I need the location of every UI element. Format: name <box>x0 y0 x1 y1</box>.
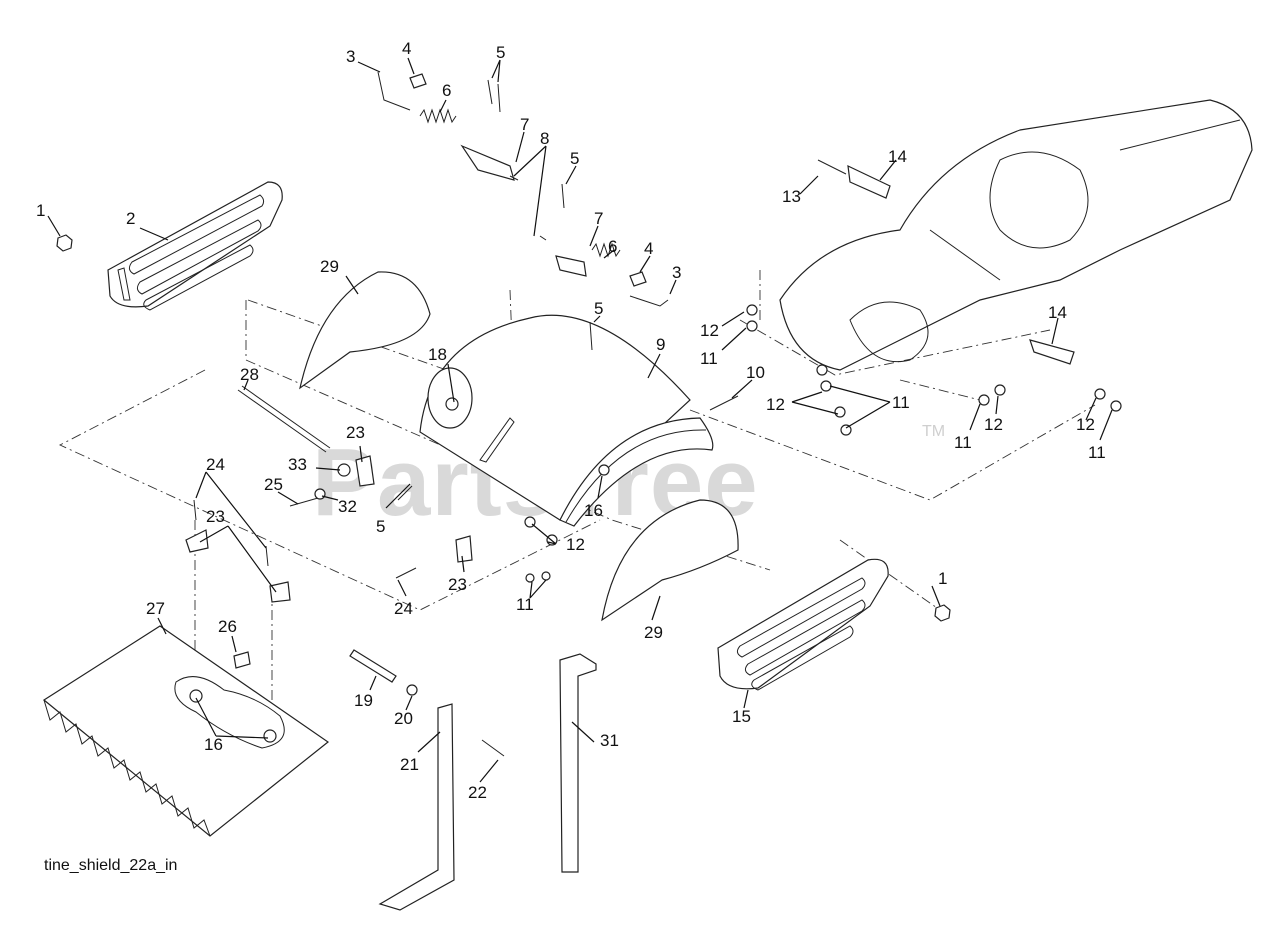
callout-12: 12 <box>566 535 585 554</box>
callout-11: 11 <box>1088 443 1106 462</box>
callout-25: 25 <box>264 475 283 494</box>
callout-7: 7 <box>520 115 529 134</box>
deflector-flap-left <box>299 271 431 390</box>
callout-5: 5 <box>376 517 385 536</box>
callout-29: 29 <box>320 257 339 276</box>
callout-4: 4 <box>402 39 411 58</box>
callout-23: 23 <box>346 423 365 442</box>
tine-guard-bottom <box>42 625 330 837</box>
right-side-shield-plate <box>717 558 889 691</box>
callout-29: 29 <box>644 623 663 642</box>
callout-14: 14 <box>888 147 907 166</box>
callout-5: 5 <box>594 299 603 318</box>
callout-2: 2 <box>126 209 135 228</box>
callout-leaders <box>47 57 1113 783</box>
callout-4: 4 <box>644 239 653 258</box>
callout-1: 1 <box>938 569 947 588</box>
callout-20: 20 <box>394 709 413 728</box>
callout-23: 23 <box>448 575 467 594</box>
callout-7: 7 <box>594 209 603 228</box>
callout-23: 23 <box>206 507 225 526</box>
callout-21: 21 <box>400 755 419 774</box>
callout-27: 27 <box>146 599 165 618</box>
callout-32: 32 <box>338 497 357 516</box>
deflector-flap-right <box>601 499 739 622</box>
callout-15: 15 <box>732 707 751 726</box>
watermark-trademark: TM <box>922 423 945 440</box>
callout-31: 31 <box>600 731 619 750</box>
callout-16: 16 <box>584 501 603 520</box>
callout-1: 1 <box>36 201 45 220</box>
callout-10: 10 <box>746 363 765 382</box>
callout-11: 11 <box>700 349 718 368</box>
callout-6: 6 <box>442 81 451 100</box>
callout-13: 13 <box>782 187 801 206</box>
callout-8: 8 <box>540 129 549 148</box>
callout-11: 11 <box>954 433 972 452</box>
callout-24: 24 <box>206 455 225 474</box>
callout-6: 6 <box>608 237 617 256</box>
callout-24: 24 <box>394 599 413 618</box>
callout-12: 12 <box>700 321 719 340</box>
callout-labels: 1 1 2 3 3 4 4 5 5 5 5 6 6 7 7 8 9 10 11 … <box>36 39 1106 802</box>
callout-33: 33 <box>288 455 307 474</box>
left-side-shield-plate <box>107 181 283 311</box>
callout-12: 12 <box>766 395 785 414</box>
callout-3: 3 <box>346 47 355 66</box>
callout-14: 14 <box>1048 303 1067 322</box>
callout-11: 11 <box>892 393 910 412</box>
callout-3: 3 <box>672 263 681 282</box>
callout-5: 5 <box>570 149 579 168</box>
callout-19: 19 <box>354 691 373 710</box>
callout-12: 12 <box>984 415 1003 434</box>
transmission-housing <box>779 99 1253 371</box>
callout-11: 11 <box>516 595 534 614</box>
hardware-small-parts <box>56 71 1122 911</box>
callout-16: 16 <box>204 735 223 754</box>
callout-9: 9 <box>656 335 665 354</box>
callout-5: 5 <box>496 43 505 62</box>
callout-28: 28 <box>240 365 259 384</box>
callout-18: 18 <box>428 345 447 364</box>
callout-22: 22 <box>468 783 487 802</box>
callout-12: 12 <box>1076 415 1095 434</box>
figure-caption: tine_shield_22a_in <box>44 857 177 874</box>
callout-26: 26 <box>218 617 237 636</box>
